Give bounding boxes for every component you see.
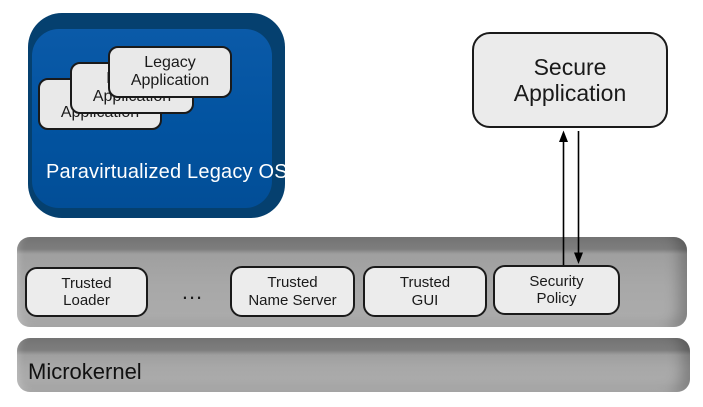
secure-application-label-line1: Secure xyxy=(533,53,607,80)
arrow-up-head-icon xyxy=(559,130,568,142)
secure-application-node: Secure Application xyxy=(472,32,668,128)
trusted-loader-label-line2: Loader xyxy=(63,292,110,309)
legacy-os-label: Paravirtualized Legacy OS xyxy=(46,161,288,183)
trusted-name-server-node: Trusted Name Server xyxy=(230,266,355,317)
legacy-application-label-line1: Legacy xyxy=(144,53,196,71)
trusted-loader-node: Trusted Loader xyxy=(25,267,148,317)
trusted-name-server-label-line1: Trusted xyxy=(267,274,318,292)
secure-application-label-line2: Application xyxy=(513,80,627,106)
trusted-gui-node: Trusted GUI xyxy=(363,266,487,317)
legacy-application-node-front: Legacy Application xyxy=(108,46,232,98)
security-policy-label-line1: Security xyxy=(529,272,584,290)
legacy-application-label-line2: Application xyxy=(130,72,210,89)
services-ellipsis: ... xyxy=(181,279,204,304)
trusted-name-server-label-line2: Name Server xyxy=(248,291,337,309)
security-policy-node: Security Policy xyxy=(493,265,620,315)
security-policy-label-line2: Policy xyxy=(536,290,577,307)
microkernel-label: Microkernel xyxy=(28,359,142,384)
trusted-loader-label-line1: Trusted xyxy=(61,274,112,292)
microkernel-bar: Microkernel xyxy=(17,338,690,392)
trusted-gui-label-line1: Trusted xyxy=(399,274,451,292)
trusted-gui-label-line2: GUI xyxy=(411,291,439,309)
